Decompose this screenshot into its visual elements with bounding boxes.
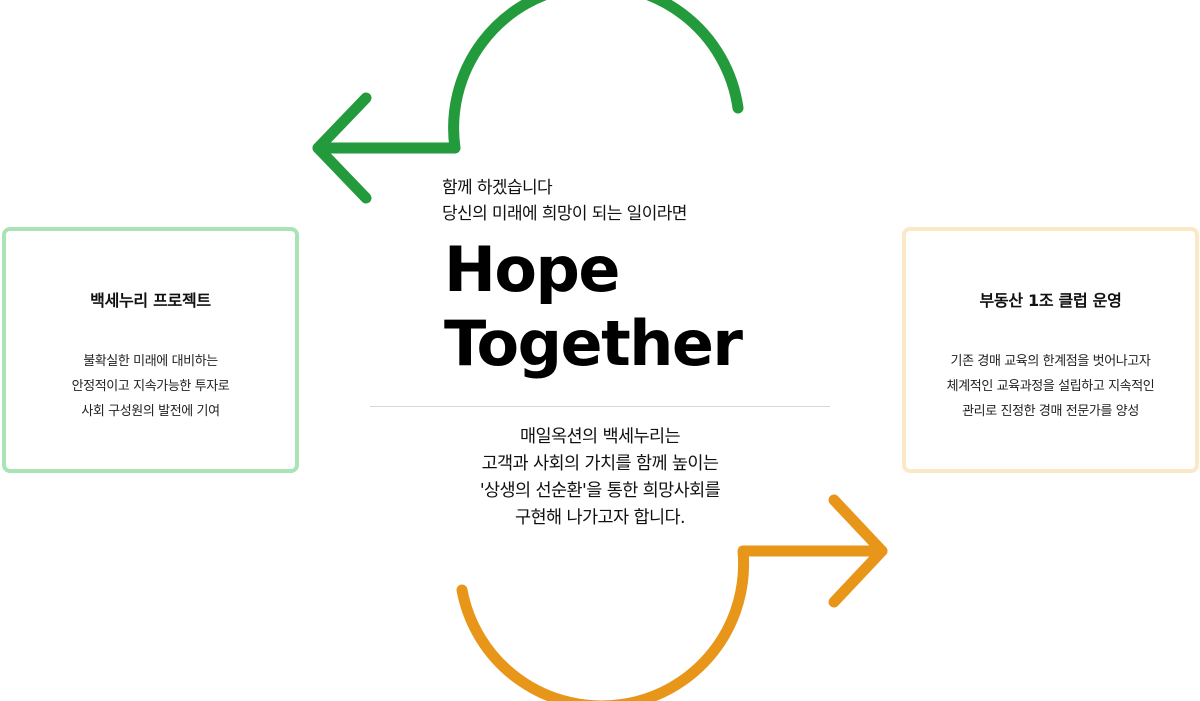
club-card-line: 기존 경매 교육의 한계점을 벗어나고자 xyxy=(950,354,1151,369)
green-cycle-arrow-icon xyxy=(312,0,744,204)
intro-line: 함께 하겠습니다 xyxy=(442,178,553,198)
project-card-line: 안정적이고 지속가능한 투자로 xyxy=(71,379,230,394)
mission-line: 매일옥션의 백세누리는 xyxy=(520,427,681,447)
project-card-description: 불확실한 미래에 대비하는 안정적이고 지속가능한 투자로 사회 구성원의 발전… xyxy=(6,349,295,424)
club-card-line: 체계적인 교육과정을 설립하고 지속적인 xyxy=(946,379,1155,394)
intro-text: 함께 하겠습니다 당신의 미래에 희망이 되는 일이라면 xyxy=(442,175,842,227)
headline: Hope Together xyxy=(444,233,844,381)
intro-line: 당신의 미래에 희망이 되는 일이라면 xyxy=(442,204,687,224)
divider xyxy=(370,406,830,407)
club-card-description: 기존 경매 교육의 한계점을 벗어나고자 체계적인 교육과정을 설립하고 지속적… xyxy=(906,349,1195,424)
mission-line: 구현해 나가고자 합니다. xyxy=(515,508,685,528)
club-card-title: 부동산 1조 클럽 운영 xyxy=(979,291,1122,310)
club-card-line: 관리로 진정한 경매 전문가를 양성 xyxy=(962,404,1139,419)
project-card: 백세누리 프로젝트 불확실한 미래에 대비하는 안정적이고 지속가능한 투자로 … xyxy=(2,227,299,473)
headline-line: Hope xyxy=(444,233,620,306)
project-card-title: 백세누리 프로젝트 xyxy=(90,291,211,310)
headline-line: Together xyxy=(444,307,743,380)
project-card-line: 사회 구성원의 발전에 기여 xyxy=(81,404,220,419)
mission-text: 매일옥션의 백세누리는 고객과 사회의 가치를 함께 높이는 '상생의 선순환'… xyxy=(370,424,830,532)
mission-line: 고객과 사회의 가치를 함께 높이는 xyxy=(481,454,719,474)
project-card-line: 불확실한 미래에 대비하는 xyxy=(83,354,218,369)
club-card: 부동산 1조 클럽 운영 기존 경매 교육의 한계점을 벗어나고자 체계적인 교… xyxy=(902,227,1199,473)
mission-line: '상생의 선순환'을 통한 희망사회를 xyxy=(479,481,721,501)
orange-cycle-arrow-icon xyxy=(456,494,888,701)
